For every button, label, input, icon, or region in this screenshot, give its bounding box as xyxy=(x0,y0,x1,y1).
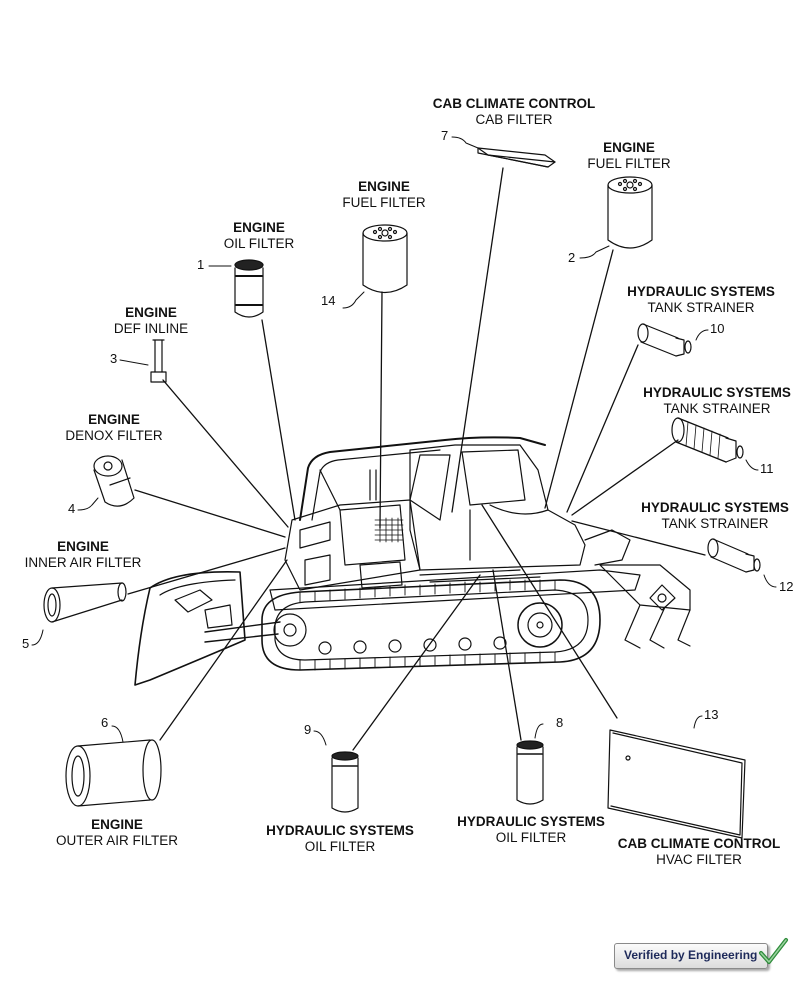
part-number-8: 8 xyxy=(556,715,564,730)
inner-air-filter-part xyxy=(43,582,127,623)
callout-title: CAB CLIMATE CONTROL xyxy=(432,96,596,111)
callout-title: HYDRAULIC SYSTEMS xyxy=(266,823,414,838)
callout-subtitle: DEF INLINE xyxy=(113,321,189,336)
part-number-9: 9 xyxy=(304,722,312,737)
callout-cab-climate-cab-filter: CAB CLIMATE CONTROL CAB FILTER xyxy=(433,96,595,128)
checkmark-icon xyxy=(759,938,788,964)
callout-title: ENGINE xyxy=(125,305,177,320)
part-number-14: 14 xyxy=(321,293,336,308)
part-number-5: 5 xyxy=(22,636,30,651)
callout-title: ENGINE xyxy=(91,817,143,832)
callout-engine-fuel-filter-center: ENGINE FUEL FILTER xyxy=(342,179,425,211)
callout-title: ENGINE xyxy=(233,220,285,235)
callout-subtitle: FUEL FILTER xyxy=(587,156,671,171)
callout-subtitle: TANK STRAINER xyxy=(661,516,769,531)
part-number-1: 1 xyxy=(197,257,205,272)
callout-subtitle: OIL FILTER xyxy=(304,839,376,854)
tank-strainer-11-part xyxy=(671,417,744,463)
part-number-2: 2 xyxy=(568,250,576,265)
outer-air-filter-part xyxy=(65,739,162,807)
callout-hydraulic-tank-strainer-11: HYDRAULIC SYSTEMS TANK STRAINER xyxy=(643,385,791,417)
callout-title: CAB CLIMATE CONTROL xyxy=(617,836,781,851)
callout-title: HYDRAULIC SYSTEMS xyxy=(627,284,775,299)
callout-subtitle: TANK STRAINER xyxy=(663,401,771,416)
callout-subtitle: OUTER AIR FILTER xyxy=(55,833,179,848)
part-number-7: 7 xyxy=(441,128,449,143)
callout-hydraulic-tank-strainer-10: HYDRAULIC SYSTEMS TANK STRAINER xyxy=(627,284,775,316)
callout-title: HYDRAULIC SYSTEMS xyxy=(641,500,789,515)
denox-filter-part xyxy=(93,455,135,507)
part-number-3: 3 xyxy=(110,351,118,366)
cab-filter-part xyxy=(477,147,556,168)
callout-title: ENGINE xyxy=(603,140,655,155)
def-inline-part xyxy=(150,339,167,383)
callout-title: HYDRAULIC SYSTEMS xyxy=(457,814,605,829)
verified-badge: Verified by Engineering xyxy=(614,938,788,969)
part-number-4: 4 xyxy=(68,501,76,516)
callout-title: ENGINE xyxy=(57,539,109,554)
part-number-12: 12 xyxy=(779,579,794,594)
crawler-dozer xyxy=(134,436,691,686)
oil-filter-part xyxy=(234,259,264,318)
hvac-filter-part xyxy=(607,729,746,839)
callout-hydraulic-tank-strainer-12: HYDRAULIC SYSTEMS TANK STRAINER xyxy=(641,500,789,532)
tank-strainer-10-part xyxy=(637,323,692,357)
callout-subtitle: DENOX FILTER xyxy=(65,428,163,443)
part-number-13: 13 xyxy=(704,707,719,722)
callout-title: ENGINE xyxy=(358,179,410,194)
callout-engine-def-inline: ENGINE DEF INLINE xyxy=(114,305,188,337)
part-number-6: 6 xyxy=(101,715,109,730)
callout-title: HYDRAULIC SYSTEMS xyxy=(643,385,791,400)
callout-subtitle: CAB FILTER xyxy=(475,112,553,127)
fuel-filter-right-part xyxy=(607,176,653,249)
callout-subtitle: TANK STRAINER xyxy=(647,300,755,315)
callout-engine-fuel-filter-right: ENGINE FUEL FILTER xyxy=(587,140,670,172)
leader-lines xyxy=(127,167,706,751)
callout-subtitle: FUEL FILTER xyxy=(342,195,426,210)
callout-engine-denox-filter: ENGINE DENOX FILTER xyxy=(65,412,162,444)
callout-subtitle: OIL FILTER xyxy=(223,236,295,251)
part-number-10: 10 xyxy=(710,321,725,336)
callout-subtitle: INNER AIR FILTER xyxy=(24,555,142,570)
callout-cab-climate-hvac-filter: CAB CLIMATE CONTROL HVAC FILTER xyxy=(618,836,780,868)
hyd-oil-filter-8-part xyxy=(516,740,544,805)
verified-badge-text: Verified by Engineering xyxy=(624,948,758,962)
callout-engine-inner-air-filter: ENGINE INNER AIR FILTER xyxy=(25,539,142,571)
number-ticks xyxy=(31,136,777,746)
callout-subtitle: HVAC FILTER xyxy=(656,852,742,867)
callout-engine-outer-air-filter: ENGINE OUTER AIR FILTER xyxy=(56,817,178,849)
callout-subtitle: OIL FILTER xyxy=(495,830,567,845)
part-number-11: 11 xyxy=(760,461,774,476)
callout-hydraulic-oil-filter-8: HYDRAULIC SYSTEMS OIL FILTER xyxy=(457,814,605,846)
callout-hydraulic-oil-filter-9: HYDRAULIC SYSTEMS OIL FILTER xyxy=(266,823,414,855)
callout-title: ENGINE xyxy=(88,412,140,427)
callout-engine-oil-filter: ENGINE OIL FILTER xyxy=(224,220,295,252)
fuel-filter-center-part xyxy=(362,224,408,294)
tank-strainer-12-part xyxy=(707,538,761,573)
hyd-oil-filter-9-part xyxy=(331,751,359,813)
